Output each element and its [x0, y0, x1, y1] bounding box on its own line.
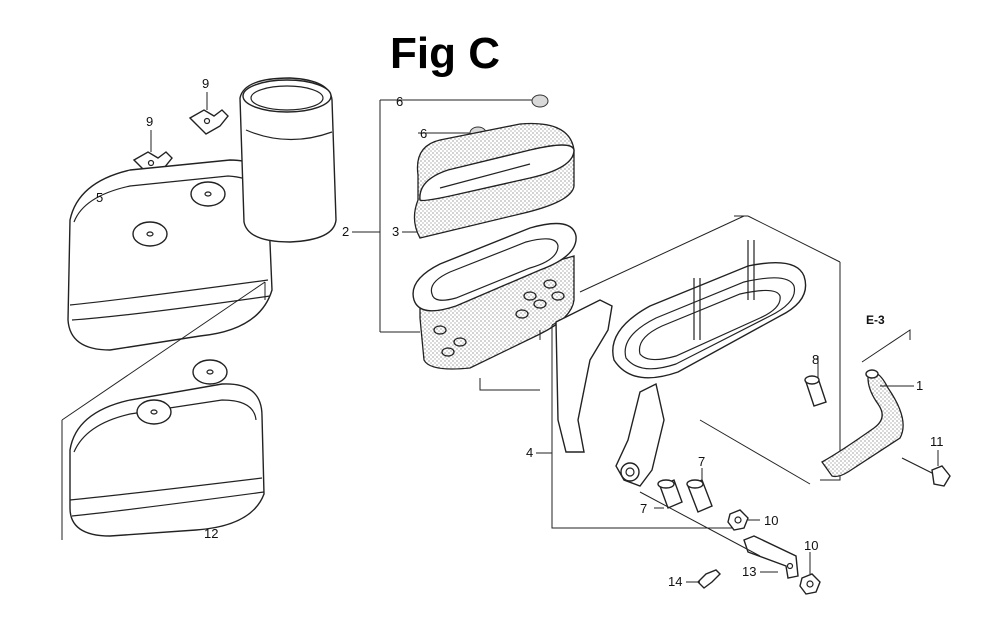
foam-pre-filter [413, 122, 575, 239]
callout-10-upper: 10 [764, 513, 778, 528]
callout-7-upper: 7 [698, 454, 705, 469]
reference-label: E-3 [866, 313, 885, 327]
callout-14: 14 [668, 574, 682, 589]
collar-lower-a [657, 479, 683, 509]
hose-clip [697, 569, 721, 589]
bracket-stay [743, 535, 799, 579]
pre-cleaner-canister [239, 77, 337, 243]
flange-nut-lower [799, 573, 821, 595]
callout-8: 8 [812, 352, 819, 367]
callout-7-lower: 7 [640, 501, 647, 516]
callout-6-lower: 6 [420, 126, 427, 141]
wing-nut-upper [188, 109, 229, 135]
air-cleaner-base [555, 240, 807, 487]
grommet-upper [531, 94, 549, 108]
air-cleaner-cover-alt [69, 359, 265, 537]
callout-9-lower: 9 [146, 114, 153, 129]
flange-bolt [901, 457, 951, 487]
figure-title: Fig C [390, 29, 500, 78]
callout-10-lower: 10 [804, 538, 818, 553]
flange-nut-upper [727, 509, 749, 531]
element-vent-holes [433, 279, 565, 357]
callout-9-upper: 9 [202, 76, 209, 91]
callout-6-upper: 6 [396, 94, 403, 109]
callout-3: 3 [392, 224, 399, 239]
breather-tube [821, 369, 904, 478]
callout-2: 2 [342, 224, 349, 239]
collar-lower-b [686, 479, 713, 513]
callout-4: 4 [526, 445, 533, 460]
air-cleaner-cover [67, 159, 273, 351]
paper-element [412, 222, 577, 370]
collar [804, 375, 827, 407]
callout-12: 12 [204, 526, 218, 541]
callout-5: 5 [96, 190, 103, 205]
callout-13: 13 [742, 564, 756, 579]
callout-1: 1 [916, 378, 923, 393]
callout-11: 11 [930, 434, 944, 449]
